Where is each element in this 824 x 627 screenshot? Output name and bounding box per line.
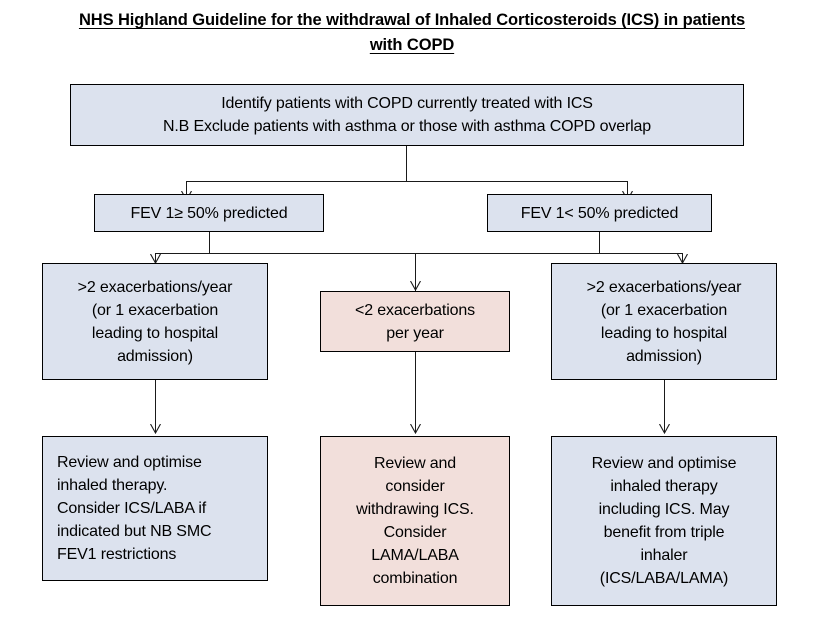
node-action-left[interactable]: Review and optimise inhaled therapy. Con… [42, 436, 268, 581]
node-exacerbations-right[interactable]: >2 exacerbations/year (or 1 exacerbation… [551, 263, 777, 380]
node-exacerbations-right-line-2: (or 1 exacerbation [600, 301, 728, 319]
node-exacerbations-right-line-1: >2 exacerbations/year [586, 278, 742, 296]
node-action-right[interactable]: Review and optimise inhaled therapy incl… [551, 436, 777, 606]
arrowhead-to-action-right [659, 424, 670, 434]
edge-to-exac-right-drop [682, 253, 683, 267]
node-action-right-line-2: inhaled therapy [610, 478, 718, 495]
node-identify-patients-line-2: N.B Exclude patients with asthma or thos… [162, 118, 652, 135]
edge-to-exac-middle-drop [415, 253, 416, 291]
edge-start-to-fev-lt50-drop [627, 181, 628, 197]
node-identify-patients-line-1: Identify patients with COPD currently tr… [221, 95, 593, 112]
edge-exac-middle-to-action-middle [415, 352, 416, 432]
node-fev1-ge-50[interactable]: FEV 1≥ 50% predicted [94, 194, 324, 232]
edge-exac-right-to-action-right [664, 380, 665, 432]
edge-start-stem [406, 146, 407, 182]
node-identify-patients[interactable]: Identify patients with COPD currently tr… [70, 84, 744, 146]
node-action-middle[interactable]: Review and consider withdrawing ICS. Con… [320, 436, 510, 606]
node-action-left-line-3: Consider ICS/LABA if [57, 500, 207, 517]
node-action-middle-line-3: withdrawing ICS. [356, 501, 474, 518]
node-action-middle-line-2: consider [385, 478, 445, 495]
edge-start-to-fev-ge50-drop [186, 181, 187, 197]
node-exacerbations-right-line-4: admission) [626, 347, 702, 365]
node-action-left-line-1: Review and optimise [57, 454, 202, 471]
arrowhead-to-exac-middle [410, 281, 421, 291]
arrowhead-to-action-left [150, 424, 161, 434]
node-exacerbations-left-line-2: (or 1 exacerbation [91, 301, 219, 319]
node-action-right-line-6: (ICS/LABA/LAMA) [599, 570, 729, 587]
node-fev1-lt-50-label: FEV 1< 50% predicted [520, 204, 679, 222]
edge-fev-ge50-stem [209, 232, 210, 254]
node-action-right-line-5: inhaler [640, 547, 688, 564]
node-action-left-line-5: FEV1 restrictions [57, 546, 177, 563]
node-exacerbations-left-line-3: leading to hospital [91, 324, 219, 342]
node-action-middle-line-5: LAMA/LABA [371, 547, 459, 564]
node-action-right-line-1: Review and optimise [591, 455, 737, 472]
arrowhead-to-action-middle [410, 424, 421, 434]
page-title-line-2: with COPD [369, 36, 455, 54]
node-exacerbations-middle[interactable]: <2 exacerbations per year [320, 291, 510, 352]
node-action-right-line-4: benefit from triple [603, 524, 725, 541]
node-exacerbations-middle-line-2: per year [386, 324, 444, 342]
edge-start-split-bar [186, 181, 627, 182]
node-action-left-line-4: indicated but NB SMC [57, 523, 212, 540]
node-action-right-line-3: including ICS. May [598, 501, 730, 518]
edge-fev-lt50-stem [599, 232, 600, 254]
node-action-left-line-2: inhaled therapy. [57, 477, 168, 494]
node-fev1-ge-50-label: FEV 1≥ 50% predicted [130, 204, 288, 222]
node-exacerbations-right-line-3: leading to hospital [600, 324, 728, 342]
edge-level2-split-bar [155, 253, 682, 254]
edge-to-exac-left-drop [155, 253, 156, 267]
node-fev1-lt-50[interactable]: FEV 1< 50% predicted [487, 194, 712, 232]
node-exacerbations-left[interactable]: >2 exacerbations/year (or 1 exacerbation… [42, 263, 268, 380]
node-exacerbations-left-line-1: >2 exacerbations/year [77, 278, 233, 296]
node-action-middle-line-1: Review and [373, 455, 457, 472]
page-title-line-1: NHS Highland Guideline for the withdrawa… [78, 11, 746, 29]
edge-exac-left-to-action-left [155, 380, 156, 432]
page-title: NHS Highland Guideline for the withdrawa… [28, 8, 796, 58]
node-action-middle-line-4: Consider [383, 524, 447, 541]
node-exacerbations-middle-line-1: <2 exacerbations [355, 301, 475, 319]
node-action-middle-line-6: combination [372, 570, 458, 587]
node-exacerbations-left-line-4: admission) [117, 347, 193, 365]
